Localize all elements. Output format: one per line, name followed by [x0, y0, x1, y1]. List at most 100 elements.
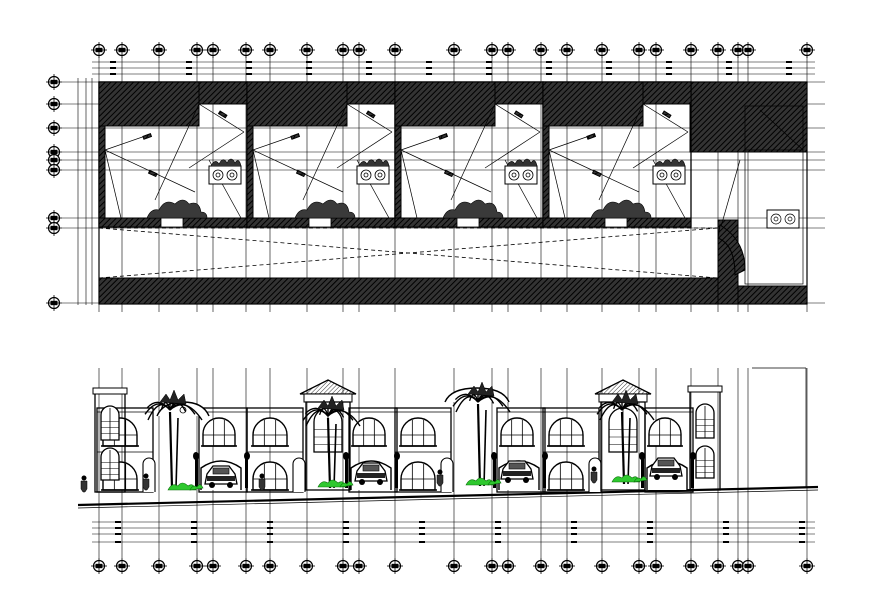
dimension-tick	[666, 67, 672, 69]
unit-door-opening	[604, 217, 628, 228]
car-icon	[500, 460, 534, 483]
dimension-tick	[647, 541, 653, 543]
tall-window	[695, 445, 715, 479]
dimension-tick	[419, 527, 425, 529]
dimension-tick	[486, 67, 492, 69]
shrub-planting	[167, 482, 197, 491]
plan-unit	[394, 81, 544, 228]
palm-tree-icon	[596, 389, 655, 485]
stove-icon	[766, 209, 800, 229]
grid-bubble-icon	[335, 42, 351, 58]
dimension-tick	[647, 527, 653, 529]
elevation-bottom-grid-axes	[91, 558, 815, 574]
facade-block	[394, 407, 452, 493]
unit-side-wall	[394, 125, 402, 219]
palm-trees	[144, 381, 655, 489]
facade-block	[496, 407, 546, 493]
unit-diagonal	[494, 103, 541, 133]
dimension-tick	[191, 533, 197, 535]
tall-window	[100, 447, 120, 481]
unit-door-opening	[308, 217, 332, 228]
person-icon	[590, 466, 598, 484]
grid-bubble-icon	[299, 42, 315, 58]
grid-bubble-icon	[631, 558, 647, 574]
dimension-tick	[606, 67, 612, 69]
unit-diagonal	[346, 103, 393, 133]
stove-icon	[208, 158, 242, 185]
unit-side-wall	[98, 125, 106, 219]
dimension-tick	[647, 533, 653, 535]
lamp-post	[195, 456, 198, 488]
grid-bubble-icon	[594, 42, 610, 58]
grid-bubble-icon	[683, 558, 699, 574]
grid-bubble-icon	[189, 42, 205, 58]
dimension-tick	[419, 541, 425, 543]
car-icon	[354, 462, 388, 485]
grid-bubble-icon	[151, 42, 167, 58]
unit-hatch-block	[394, 81, 496, 127]
grid-bubble-icon	[446, 558, 462, 574]
grid-bubble-icon	[299, 558, 315, 574]
grid-bubble-icon	[446, 42, 462, 58]
lamp-post	[493, 456, 496, 488]
unit-diag-mark	[142, 133, 153, 140]
grid-bubble-icon	[730, 42, 746, 58]
unit-diag-mark	[365, 110, 376, 119]
grid-bubble-icon	[46, 96, 62, 112]
dimension-tick	[495, 533, 501, 535]
planter-shrub	[590, 199, 652, 219]
grid-bubble-icon	[500, 558, 516, 574]
grid-bubble-icon	[799, 558, 815, 574]
shrub-planting	[465, 477, 495, 486]
dimension-tick	[191, 521, 197, 523]
unit-diagonal	[154, 103, 200, 201]
dimension-tick	[110, 67, 116, 69]
dimension-tick	[343, 521, 349, 523]
plan-right-diag-b	[759, 109, 804, 151]
unit-hatch-block	[98, 81, 200, 127]
unit-diagonal	[336, 131, 393, 169]
unit-hatch-block	[542, 81, 644, 127]
facade-block	[348, 407, 398, 493]
grid-bubble-icon	[238, 42, 254, 58]
unit-hatch-strip	[494, 81, 544, 105]
entry-door	[440, 457, 454, 492]
unit-door-opening	[160, 217, 184, 228]
plan-unit	[98, 81, 248, 228]
vehicles	[204, 457, 683, 488]
dimension-tick	[267, 521, 273, 523]
dimension-tick	[571, 527, 577, 529]
dimension-tick	[426, 67, 432, 69]
unit-diag-mark	[661, 110, 672, 119]
unit-diag-mark	[295, 169, 306, 178]
stove-icon	[356, 158, 390, 185]
arched-window	[351, 417, 387, 447]
dimension-tick	[786, 67, 792, 69]
dimension-tick	[110, 61, 116, 63]
lamp-icon	[639, 452, 645, 460]
dimension-tick	[191, 541, 197, 543]
plan-unit	[246, 81, 396, 228]
unit-diagonal	[198, 103, 245, 133]
grid-bubble-icon	[500, 42, 516, 58]
grid-bubble-icon	[46, 120, 62, 136]
dimension-tick	[723, 527, 729, 529]
unit-hatch-strip	[642, 81, 692, 105]
dimension-tick	[606, 73, 612, 75]
planter-shrub	[294, 199, 356, 219]
palm-tree-icon	[144, 389, 203, 489]
grid-bubble-icon	[46, 162, 62, 178]
dimension-tick	[723, 521, 729, 523]
arched-window	[399, 461, 437, 491]
tall-window	[695, 403, 715, 439]
dimension-tick	[546, 67, 552, 69]
dimension-tick	[191, 527, 197, 529]
person-icon	[258, 473, 266, 491]
lamp-post	[691, 456, 694, 488]
person-icon	[80, 475, 88, 493]
lamp-post	[345, 456, 348, 488]
dimension-tick	[115, 541, 121, 543]
palm-tree-icon	[302, 395, 361, 489]
plant-cluster	[358, 158, 390, 167]
grid-bubble-icon	[740, 42, 756, 58]
